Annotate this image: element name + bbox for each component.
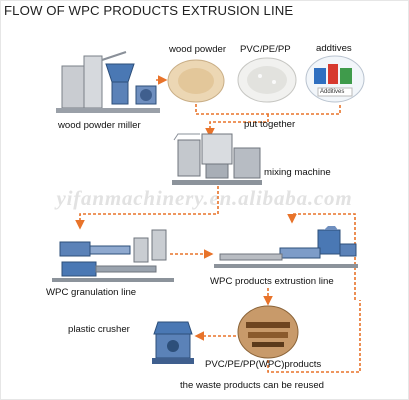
mixing-machine-image [172, 133, 262, 185]
arrow-mixer-down [75, 186, 219, 230]
diagram-title: FLOW OF WPC PRODUCTS EXTRUSION LINE [4, 3, 294, 18]
additives-label: addtives [316, 43, 352, 54]
wood-powder-miller-label: wood powder miller [58, 120, 141, 131]
wood-powder-image [167, 59, 225, 103]
arrow-reuse [267, 300, 361, 373]
mixing-machine-label: mixing machine [264, 167, 331, 178]
products-label: PVC/PE/PP(WPC)products [205, 359, 322, 370]
plastic-crusher-image [152, 321, 194, 364]
watermark: yifanmachinery.en.alibaba.com [56, 186, 353, 210]
additives-box-label: Additives [320, 89, 345, 95]
plastic-crusher-label: plastic crusher [68, 324, 130, 335]
arrow-crusher-up [287, 213, 356, 300]
arrow-put-together [205, 114, 269, 138]
extrusion-line-label: WPC products extrustion line [210, 276, 334, 287]
arrow-collect-bracket [195, 104, 341, 115]
extrusion-line-image [214, 226, 358, 268]
wood-powder-label: wood powder [169, 44, 227, 55]
granulation-line-label: WPC granulation line [46, 287, 137, 298]
products-image [237, 305, 299, 359]
reuse-label: the waste products can be reused [180, 380, 324, 391]
additives-image [305, 55, 365, 103]
granulation-line-image [52, 229, 174, 282]
put-together-label: put together [244, 119, 296, 130]
pvc-pe-pp-image [237, 57, 297, 103]
wood-powder-miller-image [56, 51, 160, 113]
pvc-pe-pp-label: PVC/PE/PP [240, 44, 291, 55]
